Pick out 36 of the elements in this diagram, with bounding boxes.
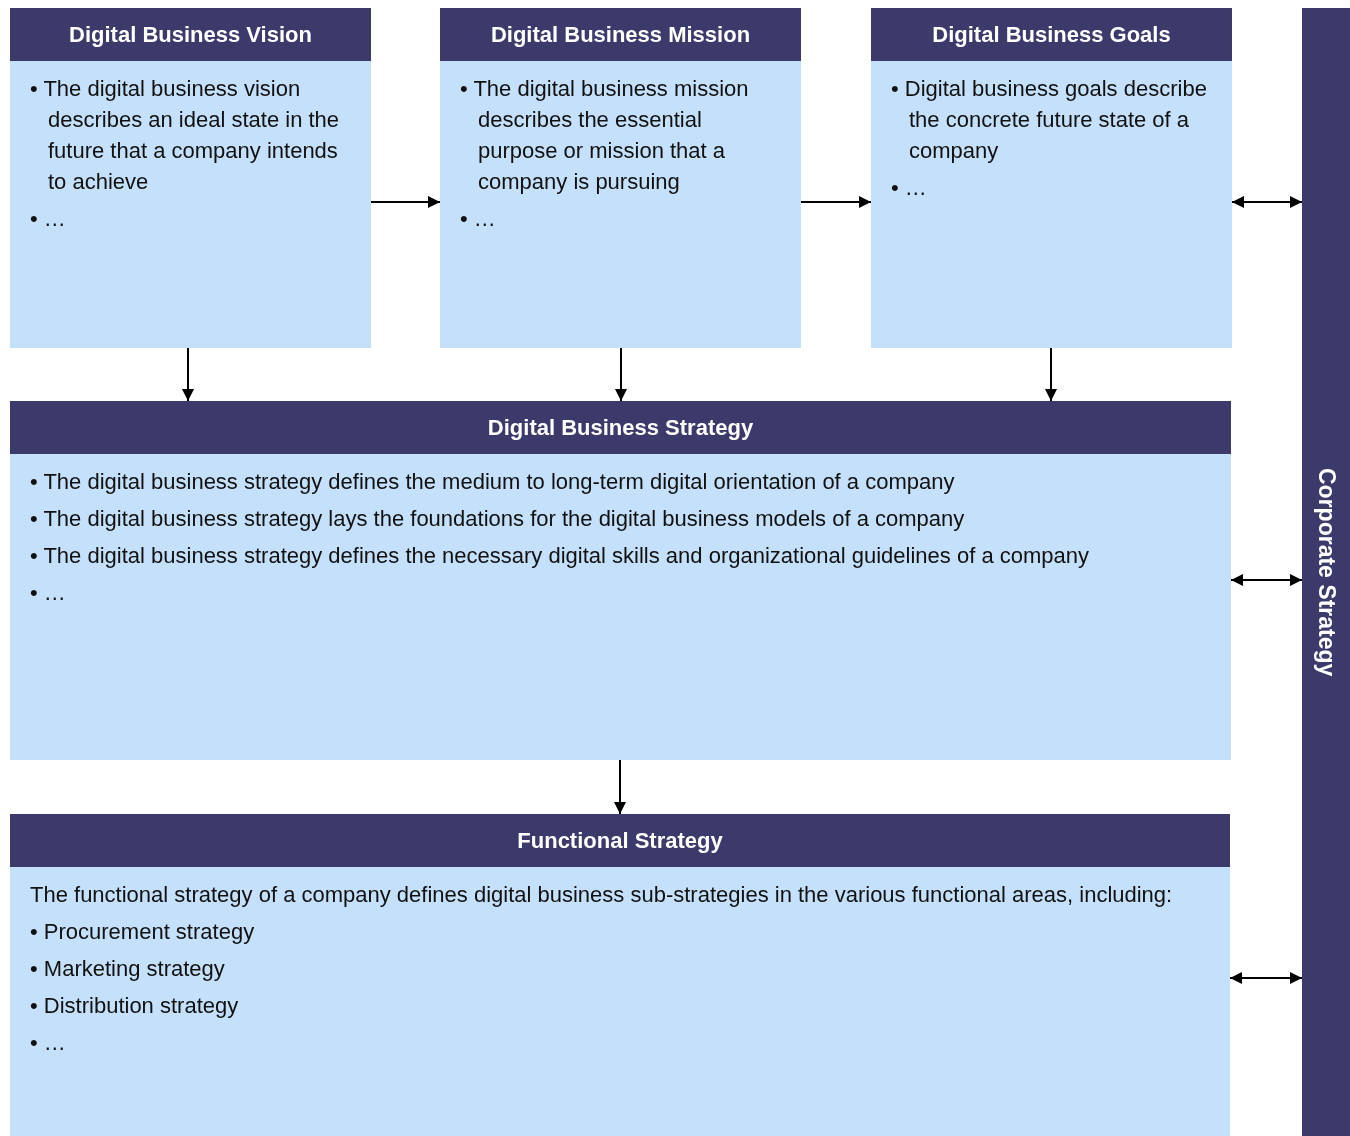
bullet-item: • … xyxy=(30,579,67,607)
bullet-item: • … xyxy=(891,174,928,202)
bullet-item: • The digital business mission describes the essential purpose or mission that a company is pursuing xyxy=(460,75,750,196)
double-arrow xyxy=(1229,972,1303,984)
corporate-strategy-bar xyxy=(1302,8,1350,1136)
bullet-item: • The digital business strategy lays the foundations for the digital business models of a company xyxy=(30,505,966,533)
bullet-item: • Distribution strategy xyxy=(30,992,240,1020)
double-arrow xyxy=(1230,574,1303,586)
arrow xyxy=(800,196,872,208)
goals-card xyxy=(871,8,1232,348)
bullet-item: • The digital business vision describes an ideal state in the future that a company intends to achieve xyxy=(30,75,341,196)
arrow xyxy=(615,347,627,402)
bullet-item: • The digital business strategy defines the medium to long-term digital orientation of a company xyxy=(30,468,956,496)
paragraph: The functional strategy of a company defines digital business sub-strategies in the various functional areas, including: xyxy=(30,881,1174,909)
bullet-item: • Marketing strategy xyxy=(30,955,226,983)
bullet-item: • Procurement strategy xyxy=(30,918,256,946)
vision-card xyxy=(10,8,371,348)
double-arrow xyxy=(1231,196,1303,208)
arrow xyxy=(182,347,194,402)
arrow xyxy=(614,759,626,815)
card-heading: Digital Business Mission xyxy=(490,21,751,48)
bullet-item: • … xyxy=(460,205,497,233)
bullet-item: • The digital business strategy defines the necessary digital skills and organizational guidelines of a company xyxy=(30,542,1091,570)
card-heading: Digital Business Strategy xyxy=(487,414,754,441)
card-heading: Digital Business Goals xyxy=(932,21,1171,48)
arrow xyxy=(370,196,441,208)
card-heading: Functional Strategy xyxy=(517,827,723,854)
bullet-item: • Digital business goals describe the concrete future state of a company xyxy=(891,75,1208,165)
mission-card xyxy=(440,8,801,348)
card-heading: Digital Business Vision xyxy=(69,21,312,48)
vertical-heading: Corporate Strategy xyxy=(1312,467,1340,677)
bullet-item: • … xyxy=(30,1029,67,1057)
bullet-item: • … xyxy=(30,205,67,233)
strategy-card xyxy=(10,401,1231,760)
arrow xyxy=(1045,347,1057,402)
functional-strategy-card xyxy=(10,814,1230,1136)
